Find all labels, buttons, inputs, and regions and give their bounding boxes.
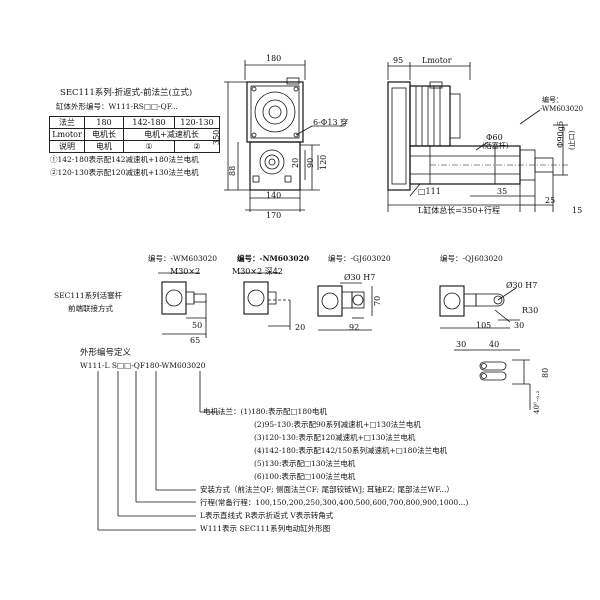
variant-nm-code: 编号：-NM603020 [237, 254, 310, 263]
variant-qj-bore: Ø30 H7 [506, 281, 538, 290]
spec-table: 法兰 180 142-180 120-130 Lmotor 电机长 电机+减速机… [49, 116, 220, 153]
rod-end-wm-drawing [158, 272, 207, 338]
definition-title: 外形编号定义 [80, 348, 132, 358]
rod-end-nm-drawing [238, 272, 291, 330]
code-value: -WM603020 [540, 105, 584, 113]
clevis-dim-40: 40 [489, 340, 500, 349]
dim-phi90: Φ90g6 [556, 121, 565, 148]
table-row: 说明 电机 ① ② [49, 140, 220, 153]
definition-item-stroke: 行程(常备行程：100,150,200,250,300,400,500,600,… [200, 498, 469, 507]
dim-350: 350 [212, 129, 221, 145]
front-view-drawing [224, 60, 345, 212]
dim-90: 90 [306, 157, 315, 168]
dim-120: 120 [319, 154, 328, 170]
variant-wm-code: 编号：-WM603020 [148, 254, 218, 263]
dim-phi60: Φ60 [486, 133, 503, 142]
table-cell: Lmotor [49, 128, 85, 141]
dim-total-length: L缸体总长=350+行程 [418, 206, 500, 215]
rod-end-gj-drawing [317, 282, 373, 331]
dim-170: 170 [266, 211, 282, 220]
variant-wm-dim-65: 65 [190, 336, 201, 345]
variant-qj-code: 编号：-QJ603020 [440, 254, 503, 263]
code-label: 编号： [542, 96, 563, 104]
table-cell: 法兰 [49, 116, 85, 129]
clevis-dim-tolerance: 40⁰₋₀.₂ [533, 390, 541, 414]
rod-end-title-2: 前端联接方式 [68, 304, 113, 313]
table-cell: 180 [84, 116, 124, 129]
definition-item-6: (6)100:表示配□100法兰电机 [254, 472, 356, 481]
clevis-dim-80: 80 [541, 367, 550, 378]
variant-gj-dim-92: 92 [349, 323, 360, 332]
rod-label: (活塞杆) [482, 142, 509, 150]
table-row: 法兰 180 142-180 120-130 [49, 116, 220, 129]
note-2: ②120-130表示配120减速机+130法兰电机 [50, 168, 199, 177]
side-view-drawing [387, 62, 570, 212]
dim-88: 88 [228, 165, 237, 176]
definition-item-motor: 电机法兰：(1)180:表示配□180电机 [203, 407, 327, 416]
variant-gj-dim-70: 70 [373, 295, 382, 306]
table-cell: 120-130 [174, 116, 220, 129]
table-cell: ① [123, 140, 175, 153]
table-cell: 说明 [49, 140, 85, 153]
variant-nm-dim-20: 20 [295, 323, 306, 332]
variant-wm-dim-50: 50 [192, 321, 203, 330]
dim-25: 25 [545, 196, 556, 205]
variant-qj-dim-30: 30 [514, 321, 525, 330]
definition-item-series: W111表示 SEC111系列电动缸外形图 [200, 524, 331, 533]
clevis-drawing [454, 349, 531, 410]
dim-180: 180 [266, 54, 282, 63]
definition-code: W111-L S□□-QF180-WM603020 [80, 361, 206, 370]
definition-item-5: (5)130:表示配□130法兰电机 [254, 459, 356, 468]
variant-qj-dim-105: 105 [476, 321, 492, 330]
rod-end-title-1: SEC111系列活塞杆 [54, 291, 123, 300]
definition-item-mount: 安装方式（前法兰QF; 侧面法兰CF; 尾部铰链WJ; 耳轴EZ; 尾部法兰WF… [200, 485, 454, 494]
rod-end-qj-drawing [439, 285, 520, 329]
variant-qj-radius: R30 [522, 306, 539, 315]
variant-wm-thread: M30×2 [170, 267, 201, 276]
definition-item-type: L表示直线式 R表示折返式 V表示转角式 [200, 511, 334, 520]
table-cell: 电机+减速机长 [123, 128, 220, 141]
outline-code-line: 缸体外形编号：W111-RS□□-QF... [56, 102, 178, 111]
table-cell: 电机 [84, 140, 124, 153]
definition-item-3: (3)120-130:表示配120减速机+□130法兰电机 [254, 433, 416, 442]
dim-15: 15 [572, 206, 583, 215]
variant-nm-thread: M30×2 深42 [232, 267, 283, 276]
section-title: SEC111系列-折返式-前法兰(立式) [60, 88, 193, 98]
spigot-label: (止口) [568, 130, 576, 150]
table-cell: 142-180 [123, 116, 175, 129]
dim-holes: 6-Φ13 穿 [313, 118, 349, 127]
variant-gj-bore: Ø30 H7 [344, 273, 376, 282]
clevis-dim-30: 30 [456, 340, 467, 349]
variant-gj-code: 编号：-GJ603020 [328, 254, 391, 263]
table-row: Lmotor 电机长 电机+减速机长 [49, 128, 220, 141]
table-cell: ② [174, 140, 220, 153]
dim-35: 35 [497, 187, 508, 196]
dim-20: 20 [291, 157, 300, 168]
definition-item-2: (2)95-130:表示配90系列减速机+□130法兰电机 [254, 420, 421, 429]
table-cell: 电机长 [84, 128, 124, 141]
dim-95: 95 [393, 56, 404, 65]
dim-lmotor: Lmotor [422, 56, 452, 65]
definition-leaders [97, 371, 220, 531]
dim-square111: □111 [418, 187, 441, 196]
dim-140: 140 [266, 191, 282, 200]
definition-item-4: (4)142-180:表示配142/150系列减速机+□180法兰电机 [254, 446, 448, 455]
note-1: ①142-180表示配142减速机+180法兰电机 [50, 155, 199, 164]
